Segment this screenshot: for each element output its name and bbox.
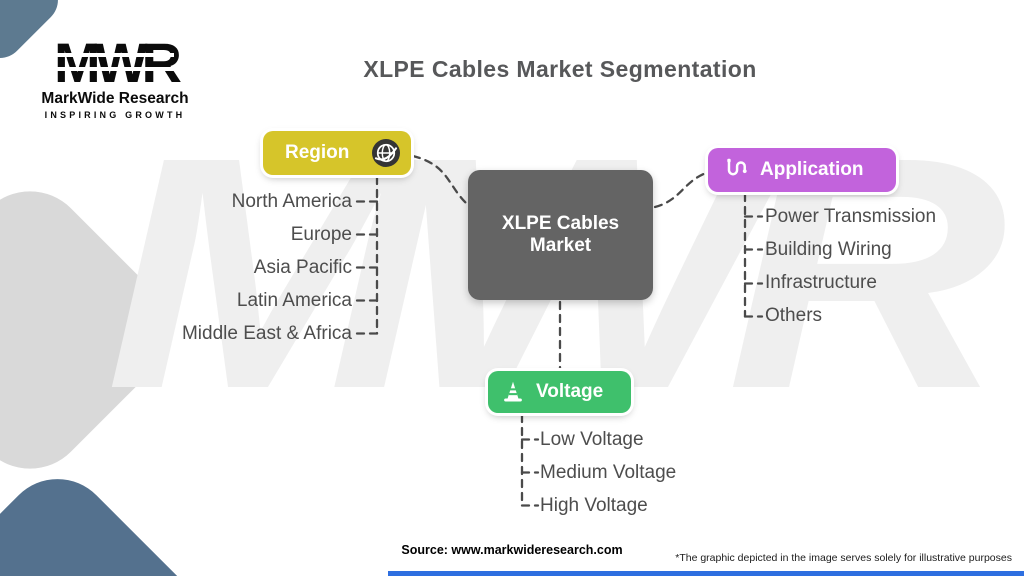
list-item: North America [231,191,352,212]
logo-acronym-text: MWR [54,31,182,94]
disclaimer-text: *The graphic depicted in the image serve… [675,552,1012,564]
connector-center-application [653,171,708,209]
logo-tagline: Inspiring Growth [44,110,186,121]
list-item: High Voltage [540,495,648,516]
list-item: Power Transmission [765,206,937,227]
center-node: XLPE Cables Market [468,170,653,300]
logo-stripe [52,67,174,71]
voltage-badge-label: Voltage [536,381,604,402]
list-item: Low Voltage [540,429,644,450]
application-segment-list: Power Transmission Building Wiring Infra… [765,200,936,332]
region-segment-list: North America Europe Asia Pacific Latin … [0,185,352,350]
logo-stripe [52,53,174,57]
application-badge: Application [708,148,896,192]
list-item: Middle East & Africa [181,323,352,344]
region-badge-label: Region [285,142,350,163]
globe-icon [372,139,400,167]
list-item: Medium Voltage [540,462,677,483]
bottom-accent-bar [388,571,1024,576]
list-item: Asia Pacific [253,257,352,278]
markwide-logo: MWR MarkWide Research Inspiring Growth [30,35,200,121]
cone-icon [504,381,522,402]
region-badge: Region [263,131,411,175]
logo-name: MarkWide Research [41,90,189,108]
cable-icon [727,158,747,175]
list-item: Europe [290,224,352,245]
list-item: Infrastructure [765,272,877,293]
application-badge-label: Application [760,159,864,180]
connector-region-center [411,154,468,205]
page-title: XLPE Cables Market Segmentation [363,56,757,82]
list-item: Building Wiring [765,239,892,260]
source-text: Source: www.markwideresearch.com [401,543,623,557]
list-item: Others [765,305,823,326]
list-item: Latin America [236,290,352,311]
voltage-segment-list: Low Voltage Medium Voltage High Voltage [540,423,676,522]
logo-acronym: MWR [52,35,182,91]
voltage-badge: Voltage [488,371,631,413]
